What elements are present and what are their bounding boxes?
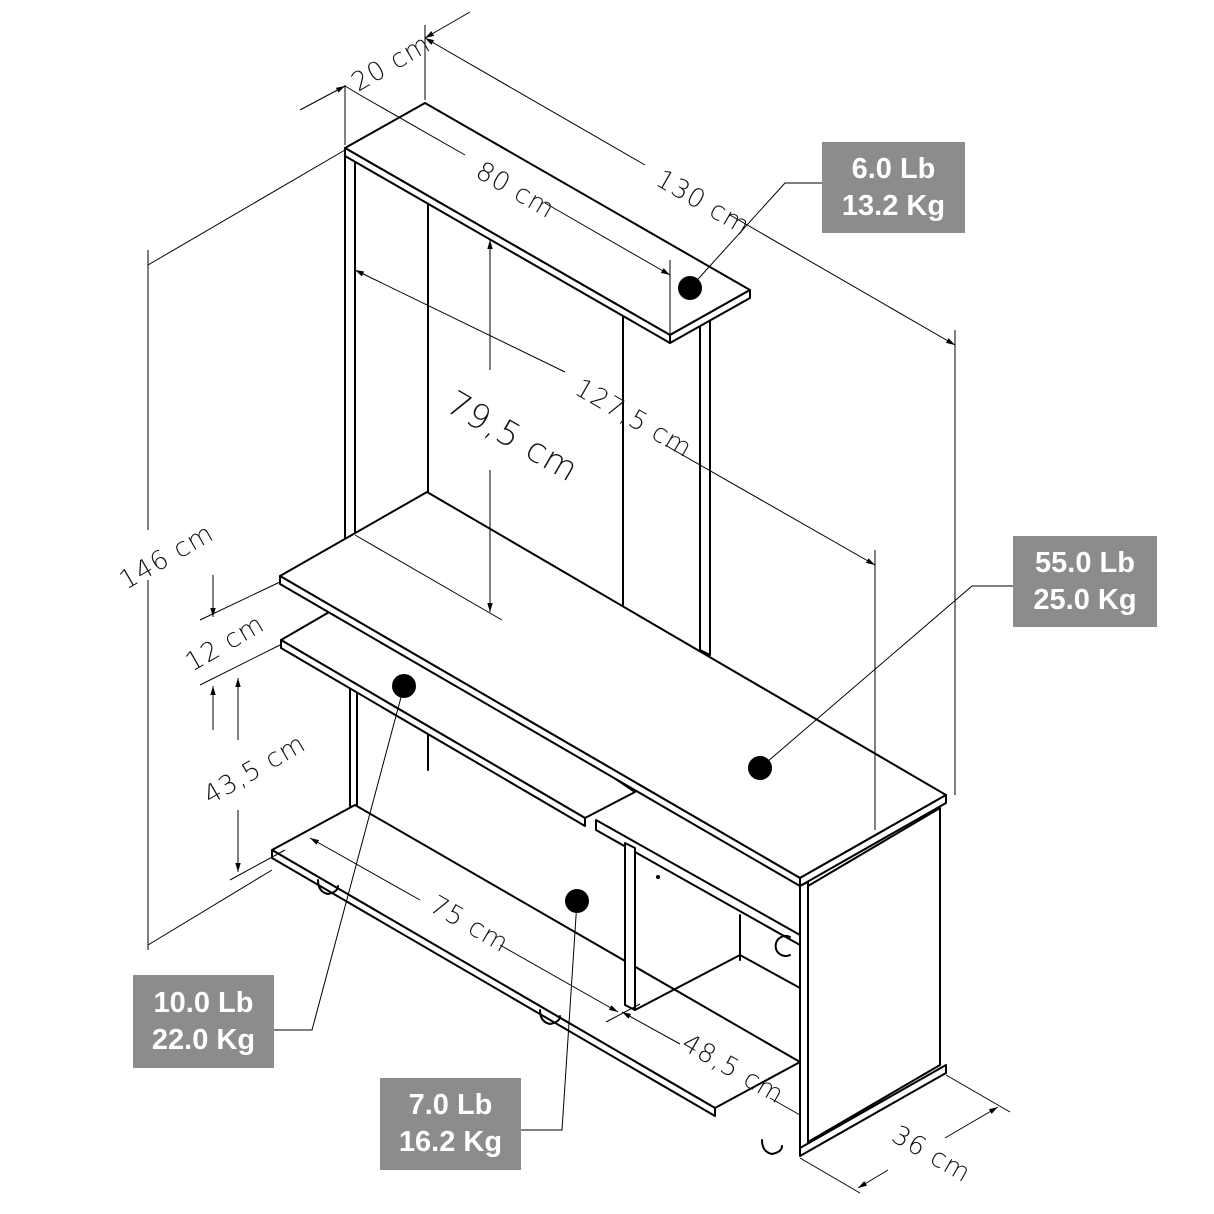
dim-label-lower-height: 43,5 cm: [199, 729, 312, 811]
weight-kg: 22.0 Kg: [151, 1023, 256, 1056]
dim-label-overall-width: 130 cm: [651, 164, 756, 242]
weight-label-keyboard-shelf: 10.0 Lb 22.0 Kg: [133, 975, 274, 1068]
dim-label-inner-height: 79,5 cm: [440, 383, 586, 490]
weight-label-top-shelf: 6.0 Lb 13.2 Kg: [822, 142, 965, 233]
weight-lb: 7.0 Lb: [408, 1089, 493, 1121]
weight-lb: 55.0 Lb: [1035, 546, 1135, 579]
dim-label-gap-height: 12 cm: [181, 609, 270, 678]
weight-kg: 13.2 Kg: [841, 189, 946, 222]
dim-label-top-depth: 20 cm: [347, 29, 436, 98]
dim-label-overall-height: 146 cm: [115, 518, 220, 596]
dimension-lines: [147, 11, 1013, 1194]
weight-label-bottom-shelf: 7.0 Lb 16.2 Kg: [380, 1078, 521, 1170]
desk-structure: [271, 491, 947, 1157]
weight-kg: 25.0 Kg: [1033, 583, 1137, 616]
dim-label-overall-depth: 36 cm: [887, 1120, 976, 1189]
weight-lb: 6.0 Lb: [851, 152, 936, 185]
hutch-structure: [344, 102, 751, 656]
weight-label-main-top: 55.0 Lb 25.0 Kg: [1013, 536, 1157, 627]
dim-label-inner-width: 127,5 cm: [570, 373, 698, 464]
weight-kg: 16.2 Kg: [398, 1126, 503, 1158]
weight-lb: 10.0 Lb: [153, 986, 254, 1019]
